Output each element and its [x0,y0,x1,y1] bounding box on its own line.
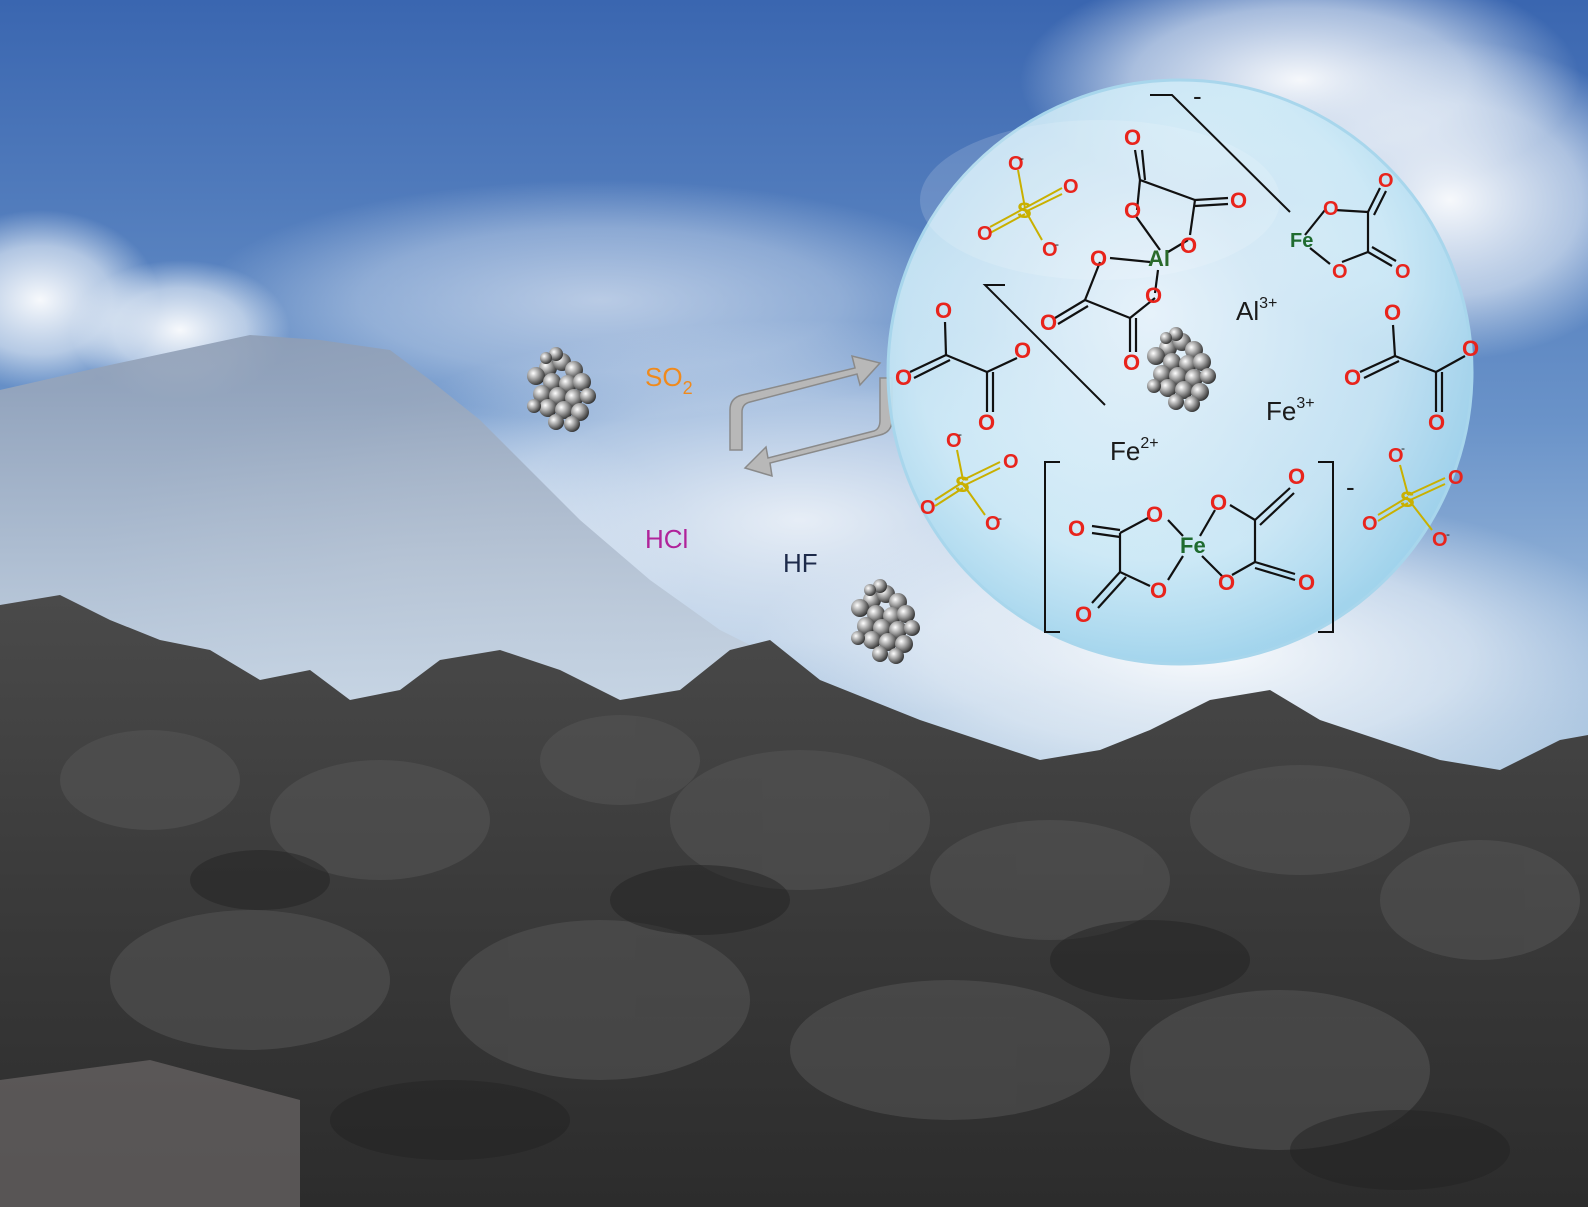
fe-complex-charge: - [1346,472,1355,502]
svg-text:O: O [1388,445,1404,467]
svg-text:O: O [1332,261,1348,283]
al3-ion-label: Al3+ [1236,295,1277,326]
svg-text:O: O [1124,198,1141,223]
svg-text:O: O [1124,125,1141,150]
svg-text:S: S [1017,198,1032,223]
svg-text:O: O [895,365,912,390]
so2-label: SO2 [645,362,693,398]
svg-text:O: O [1462,336,1479,361]
svg-text:O: O [1040,310,1057,335]
svg-text:O: O [1432,529,1448,551]
oxalate-ion-right: O O O O [1344,300,1479,435]
oxalate-ion-left: O O O O [895,298,1031,435]
al-oxalate-bonds [1054,149,1229,352]
svg-text:S: S [955,472,970,497]
svg-text:O: O [1123,350,1140,375]
svg-text:O: O [1075,602,1092,627]
svg-text:Fe: Fe [1290,230,1313,252]
al-oxalate-complex [982,94,1291,406]
svg-text:-: - [998,511,1002,525]
svg-text:O: O [1218,570,1235,595]
svg-text:O: O [977,223,993,245]
rock-shadows [190,850,1510,1190]
svg-text:O: O [1003,451,1019,473]
svg-text:O: O [1068,516,1085,541]
svg-text:O: O [1210,490,1227,515]
bubble-highlight [920,120,1280,280]
svg-text:O: O [1150,578,1167,603]
svg-text:-: - [958,427,962,441]
svg-text:O: O [935,298,952,323]
reaction-cycle-arrows-icon [729,354,893,478]
svg-text:O: O [1344,365,1361,390]
rock-texture [60,715,1580,1150]
svg-text:O: O [1298,570,1315,595]
sulfate-ion-top: O - S O O O - [977,151,1079,261]
fe3-ion-label: Fe3+ [1266,395,1315,426]
svg-text:O: O [1288,464,1305,489]
svg-text:O: O [1428,410,1445,435]
svg-text:O: O [1145,283,1162,308]
ash-ground [0,1060,300,1207]
sulfate-ion-middle: O - S O O O - [920,427,1019,535]
fe-center-label: Fe [1180,533,1206,558]
svg-text:O: O [1014,338,1031,363]
svg-text:O: O [978,410,995,435]
svg-text:O: O [1063,176,1079,198]
hcl-label: HCl [645,524,688,554]
fe2-ion-label: Fe2+ [1110,435,1159,466]
svg-text:O: O [1042,239,1058,261]
svg-text:O: O [1146,502,1163,527]
svg-text:S: S [1400,487,1415,512]
svg-text:-: - [1446,527,1450,541]
svg-text:O: O [1090,246,1107,271]
svg-text:O: O [1395,261,1411,283]
svg-text:O: O [1323,198,1339,220]
svg-text:O: O [1362,513,1378,535]
svg-text:O: O [1378,170,1394,192]
svg-text:-: - [1055,237,1059,251]
svg-text:O: O [946,430,962,452]
fe-oxalate-top-right: Fe O O O O [1290,170,1411,283]
sulfate-ion-right: O - S O O O - [1362,441,1464,551]
fe-oxalate-complex: O O O O Fe O O O O [1044,461,1334,633]
al-center-label: Al [1148,246,1170,271]
svg-text:O: O [985,513,1001,535]
svg-text:O: O [1180,233,1197,258]
svg-text:O: O [1448,467,1464,489]
mountain-silhouette [0,335,800,700]
al-complex-charge: - [1193,81,1202,111]
svg-text:O: O [1230,188,1247,213]
svg-text:-: - [1020,151,1024,165]
svg-text:-: - [1401,441,1405,455]
svg-text:O: O [920,497,936,519]
hf-label: HF [783,548,818,578]
svg-text:O: O [1384,300,1401,325]
svg-text:O: O [1008,153,1024,175]
al-oxalate-atoms: O O O O Al O O O O [1040,125,1247,375]
